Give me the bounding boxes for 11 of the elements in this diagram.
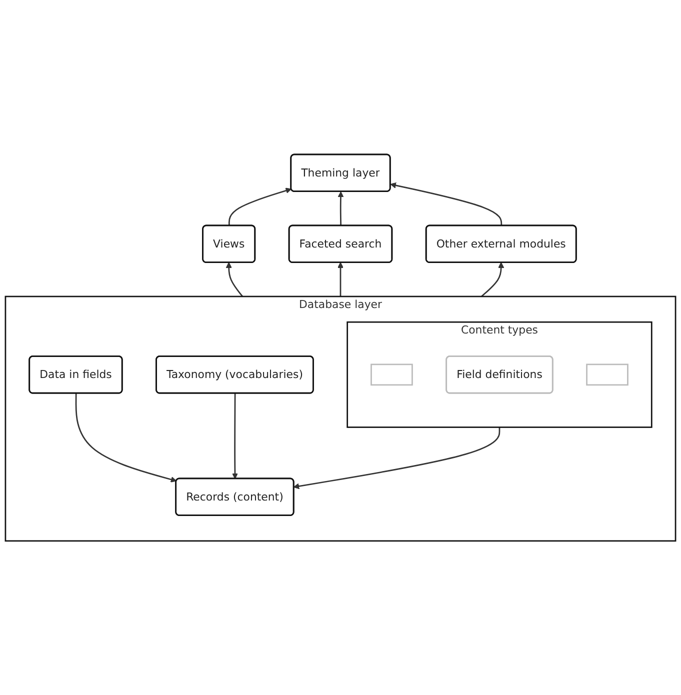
arrow xyxy=(226,262,244,297)
arrow xyxy=(293,427,500,489)
node-box xyxy=(370,364,413,386)
arrow xyxy=(390,182,502,226)
arrow xyxy=(232,393,238,479)
arrow xyxy=(338,262,344,296)
arrow xyxy=(75,393,177,482)
arrow xyxy=(480,262,504,297)
node-box xyxy=(586,364,628,386)
arrow xyxy=(338,191,344,226)
arrow xyxy=(228,188,292,226)
